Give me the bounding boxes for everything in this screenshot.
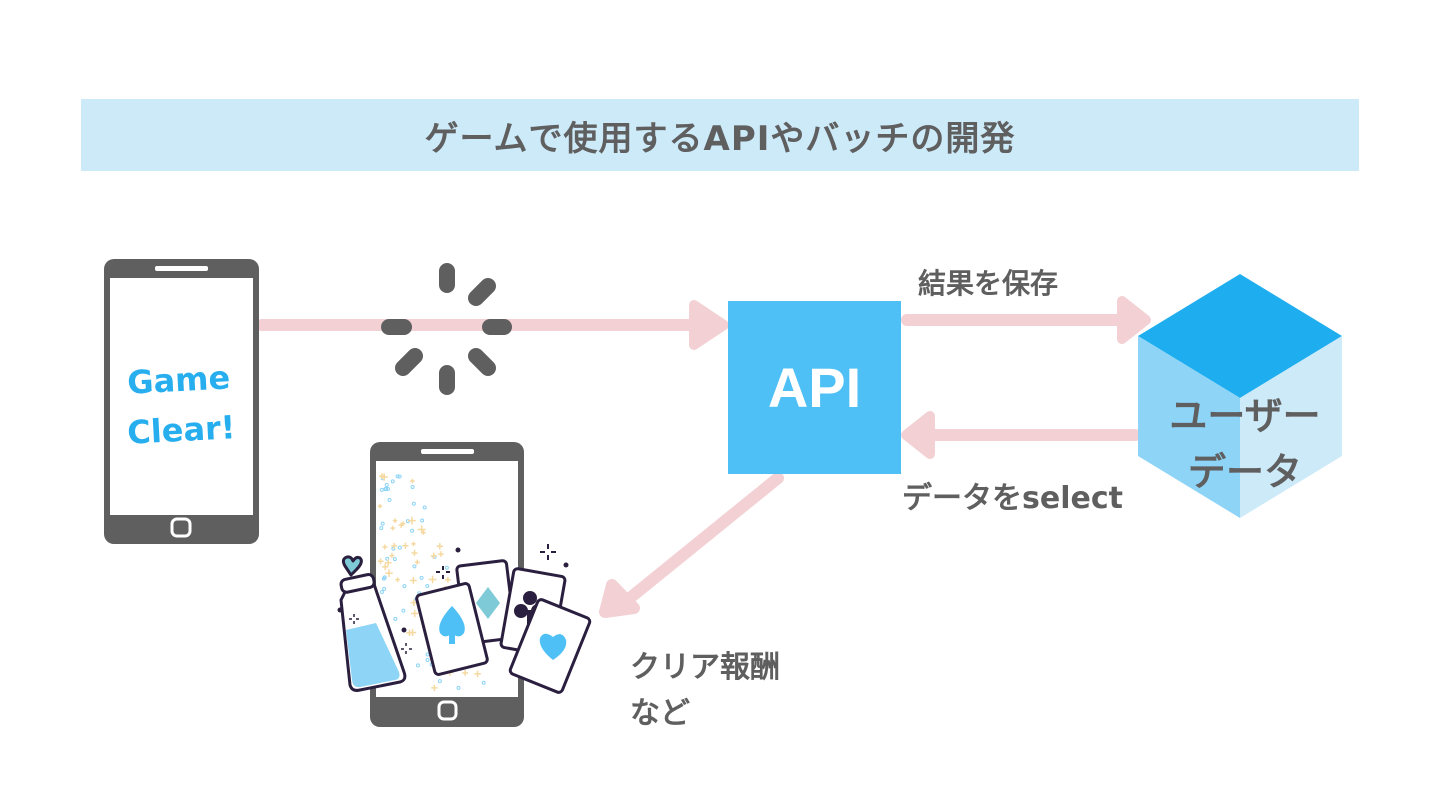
confetti-dot — [392, 557, 397, 562]
game-clear-line-2: Clear! — [126, 408, 237, 452]
confetti-dot — [481, 680, 486, 685]
game-clear-line-1: Game — [126, 358, 232, 402]
database-label: ユーザー データ — [1150, 388, 1340, 500]
confetti-cross — [430, 552, 437, 559]
confetti-cross — [444, 576, 451, 583]
confetti-dot — [379, 487, 384, 492]
confetti-cross — [410, 478, 415, 484]
confetti-cross — [436, 543, 444, 550]
confetti-cross — [406, 629, 413, 636]
confetti-dot — [425, 583, 430, 588]
confetti-cross — [411, 541, 416, 547]
confetti-dot — [382, 586, 387, 591]
confetti-dot — [401, 608, 406, 613]
reward-label-line-1: クリア報酬 — [630, 650, 780, 685]
save-result-label: 結果を保存 — [918, 267, 1059, 300]
confetti-dot — [444, 565, 449, 570]
confetti-cross — [411, 549, 418, 557]
confetti-dot — [437, 679, 442, 684]
confetti-dot — [425, 658, 430, 663]
confetti-cross — [392, 518, 398, 523]
confetti-dot — [390, 479, 395, 484]
confetti-dot — [419, 575, 424, 580]
confetti-dot — [410, 484, 415, 489]
confetti-dot — [420, 518, 425, 523]
confetti-cross — [385, 569, 393, 577]
confetti-dot — [410, 528, 415, 533]
confetti-dot — [412, 564, 417, 569]
confetti-dot — [397, 474, 402, 479]
diamond-card-icon — [455, 559, 517, 645]
page-title: ゲームで使用するAPIやバッチの開発 — [424, 118, 1016, 159]
arrow-save — [901, 296, 1151, 344]
confetti-dot — [402, 584, 407, 589]
confetti-cross — [407, 516, 416, 525]
confetti-cross — [395, 577, 400, 582]
database-label-line-2: データ — [1187, 450, 1302, 494]
loading-spinner-icon — [381, 263, 512, 395]
confetti-cross — [409, 577, 417, 584]
api-box: API — [728, 301, 901, 474]
confetti-dot — [380, 521, 385, 526]
confetti-cross — [377, 504, 383, 509]
confetti-dot — [379, 526, 384, 531]
confetti-dot — [379, 589, 384, 594]
title-banner: ゲームで使用するAPIやバッチの開発 — [81, 99, 1359, 171]
confetti-cross — [389, 553, 395, 559]
confetti-cross — [380, 473, 388, 481]
spade-card-icon — [415, 582, 489, 676]
confetti-dot — [393, 616, 398, 621]
confetti-cross — [377, 558, 384, 565]
confetti-cross — [402, 542, 409, 549]
confetti-dot — [395, 474, 400, 479]
confetti-cross — [431, 684, 438, 692]
sparkles-decoration — [377, 473, 486, 692]
confetti-cross — [462, 670, 469, 676]
select-data-label: データをselect — [902, 481, 1123, 516]
confetti-dot — [387, 497, 392, 502]
confetti-cross — [382, 563, 389, 570]
confetti-cross — [384, 559, 392, 567]
database-cube-icon — [1138, 274, 1342, 518]
confetti-cross — [391, 542, 398, 549]
confetti-dot — [385, 556, 390, 561]
confetti-dot — [397, 545, 402, 550]
confetti-cross — [411, 609, 419, 618]
confetti-cross — [390, 525, 395, 531]
confetti-cross — [428, 575, 437, 584]
confetti-cross — [410, 599, 418, 606]
confetti-dot — [384, 483, 389, 488]
heart-card-icon — [508, 598, 592, 694]
game-clear-text: Game Clear! — [105, 351, 254, 458]
confetti-dot — [383, 487, 388, 492]
confetti-dot — [422, 505, 427, 510]
database-label-line-1: ユーザー — [1169, 394, 1321, 438]
confetti-dot — [456, 685, 461, 690]
confetti-cross — [398, 522, 404, 528]
arrow-reward — [599, 472, 784, 618]
confetti-dot — [382, 575, 387, 580]
confetti-dot — [415, 663, 420, 668]
confetti-dot — [411, 501, 416, 506]
reward-label-line-2: など — [630, 696, 690, 731]
sparkle-stars — [337, 544, 569, 654]
arrow-select — [901, 411, 1141, 459]
confetti-cross — [474, 670, 481, 678]
reward-label: クリア報酬 など — [630, 645, 780, 737]
potion-bottle-icon — [339, 555, 407, 692]
phone-game-clear — [104, 259, 259, 544]
confetti-cross — [438, 551, 444, 557]
confetti-cross — [382, 544, 388, 550]
confetti-cross — [414, 559, 420, 565]
confetti-cross — [417, 525, 426, 534]
api-label: API — [767, 356, 862, 419]
